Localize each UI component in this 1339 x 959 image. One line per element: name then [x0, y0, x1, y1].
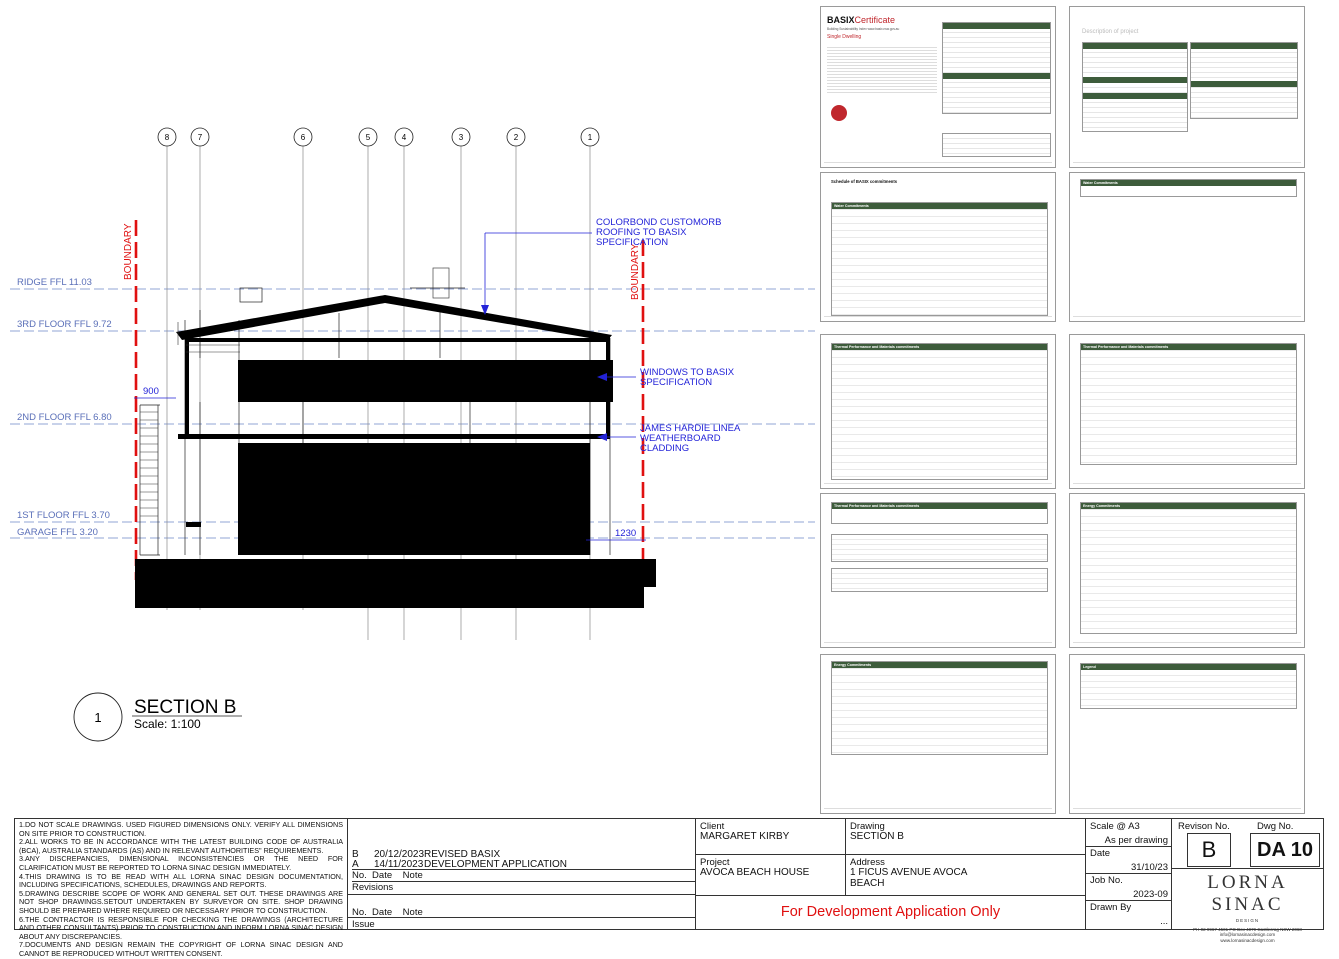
basix-page-4: Water Commitments	[1069, 172, 1305, 322]
basix-page-2: Description of project	[1069, 6, 1305, 168]
basix-page-10: Legend	[1069, 654, 1305, 814]
window-band-upper	[238, 360, 613, 402]
basix-page2-title: Description of project	[1082, 29, 1139, 35]
basix-title-cert: Certificate	[854, 15, 896, 25]
revisions-label: Revisions	[352, 882, 394, 893]
address-value: 1 FICUS AVENUE AVOCA BEACH	[850, 867, 967, 889]
grid-label-2: 2	[514, 133, 519, 142]
annotation-windows: WINDOWS TO BASIX SPECIFICATION	[597, 367, 735, 388]
drawn-by-value: ...	[1160, 916, 1168, 927]
dimension-900: 900	[134, 386, 176, 399]
basix-page-1: BASIXCertificate Building Sustainability…	[820, 6, 1056, 168]
scale-value: As per drawing	[1104, 835, 1168, 846]
scale-label: Scale @ A3	[1090, 821, 1140, 832]
svg-text:SPECIFICATION: SPECIFICATION	[640, 377, 712, 388]
title-block: 1.DO NOT SCALE DRAWINGS. USED FIGURED DI…	[14, 818, 1324, 958]
level-2nd-floor: 2ND FLOOR FFL 6.80	[17, 412, 112, 423]
company-contact: PH 02 9967 4501 PO Box 4079 Castlecrag N…	[1193, 926, 1302, 943]
level-lines	[10, 288, 815, 539]
svg-text:COLORBOND CUSTOMORB: COLORBOND CUSTOMORB	[596, 217, 721, 228]
basix-type: Single Dwelling	[827, 34, 862, 40]
nsw-logo-icon	[831, 105, 847, 121]
grid-label-5: 5	[366, 133, 371, 142]
cladding-band-lower	[238, 443, 590, 555]
grid-label-1: 1	[588, 133, 593, 142]
drawing-address-block: Drawing SECTION B Address 1 FICUS AVENUE…	[846, 819, 1086, 896]
svg-text:900: 900	[143, 386, 159, 397]
annotation-cladding: JAMES HARDIE LINEA WEATHERBOARD CLADDING	[597, 423, 741, 454]
svg-text:WINDOWS TO BASIX: WINDOWS TO BASIX	[640, 367, 735, 378]
svg-text:JAMES HARDIE LINEA: JAMES HARDIE LINEA	[640, 423, 741, 434]
roof-profile	[176, 295, 612, 341]
basix-page-7: Thermal Performance and Materials commit…	[820, 493, 1056, 648]
drawn-by-label: Drawn By	[1090, 902, 1132, 913]
level-1st-floor: 1ST FLOOR FFL 3.70	[17, 510, 110, 521]
dimension-1230: 1230	[586, 528, 646, 541]
project-name: AVOCA BEACH HOUSE	[700, 867, 810, 878]
job-details-block: Scale @ A3 As per drawing Date 31/10/23 …	[1086, 819, 1172, 929]
grid-label-6: 6	[301, 133, 306, 142]
boundary-lines	[134, 220, 645, 580]
svg-text:1230: 1230	[615, 528, 636, 539]
client-project-block: Client MARGARET KIRBY Project AVOCA BEAC…	[696, 819, 846, 896]
company-logo: LORNA SINAC DESIGN PH 02 9967 4501 PO Bo…	[1172, 869, 1323, 943]
dwg-number: DA 10	[1250, 833, 1320, 867]
job-value: 2023-09	[1133, 889, 1168, 900]
basix-subtitle: Building Sustainability Index www.basix.…	[827, 27, 900, 31]
annotation-roofing: COLORBOND CUSTOMORB ROOFING TO BASIX SPE…	[481, 217, 721, 315]
project-label: Project	[700, 857, 730, 868]
basix-page-3: Schedule of BASIX commitments Water Comm…	[820, 172, 1056, 322]
boundary-label-left: BOUNDARY	[123, 223, 134, 280]
drawing-label: Drawing	[850, 821, 885, 832]
section-tag: 1 SECTION B Scale: 1:100	[73, 692, 242, 742]
ground-slab	[135, 559, 644, 608]
section-scale: Scale: 1:100	[134, 717, 201, 731]
revision-number: B	[1187, 833, 1231, 867]
section-title: SECTION B	[134, 697, 236, 718]
section-number: 1	[94, 710, 101, 725]
section-drawing: RIDGE FFL 11.03 3RD FLOOR FFL 9.72 2ND F…	[10, 127, 815, 742]
basix-page-6: Thermal Performance and Materials commit…	[1069, 334, 1305, 489]
company-name: LORNA SINAC	[1207, 872, 1288, 915]
date-label: Date	[1090, 848, 1111, 859]
svg-text:SPECIFICATION: SPECIFICATION	[596, 237, 668, 248]
level-ridge: RIDGE FFL 11.03	[17, 277, 92, 288]
level-3rd-floor: 3RD FLOOR FFL 9.72	[17, 319, 112, 330]
issue-header: No. Date Note	[352, 907, 423, 918]
general-notes: 1.DO NOT SCALE DRAWINGS. USED FIGURED DI…	[15, 819, 348, 958]
revision-number-label: Revison No.	[1178, 821, 1230, 832]
basix-page-9: Energy Commitments	[820, 654, 1056, 814]
grid-label-7: 7	[198, 133, 203, 142]
basix-schedule-title: Schedule of BASIX commitments	[831, 179, 898, 184]
basix-page-8: Energy Commitments	[1069, 493, 1305, 648]
grid-label-4: 4	[402, 133, 407, 142]
issue-label: Issue	[352, 919, 375, 930]
grid-label-3: 3	[459, 133, 464, 142]
svg-text:CLADDING: CLADDING	[640, 443, 689, 454]
boundary-label-right: BOUNDARY	[630, 243, 641, 300]
svg-text:ROOFING TO BASIX: ROOFING TO BASIX	[596, 227, 687, 238]
address-label: Address	[850, 857, 885, 868]
revision-dwg-block: Revison No. B Dwg No. DA 10	[1172, 819, 1323, 869]
dwg-number-label: Dwg No.	[1257, 821, 1294, 832]
revision-header: No. Date Note	[352, 869, 695, 882]
client-name: MARGARET KIRBY	[700, 831, 790, 842]
level-garage: GARAGE FFL 3.20	[17, 527, 98, 538]
drawing-name: SECTION B	[850, 831, 904, 842]
client-label: Client	[700, 821, 725, 832]
company-sub: DESIGN	[1235, 918, 1260, 923]
basix-page-5: Thermal Performance and Materials commit…	[820, 334, 1056, 489]
svg-text:WEATHERBOARD: WEATHERBOARD	[640, 433, 721, 444]
job-label: Job No.	[1090, 875, 1123, 886]
development-application-notice: For Development Application Only	[696, 896, 1086, 929]
grid-label-8: 8	[165, 133, 170, 142]
date-value: 31/10/23	[1131, 862, 1168, 873]
basix-title: BASIX	[827, 15, 855, 25]
